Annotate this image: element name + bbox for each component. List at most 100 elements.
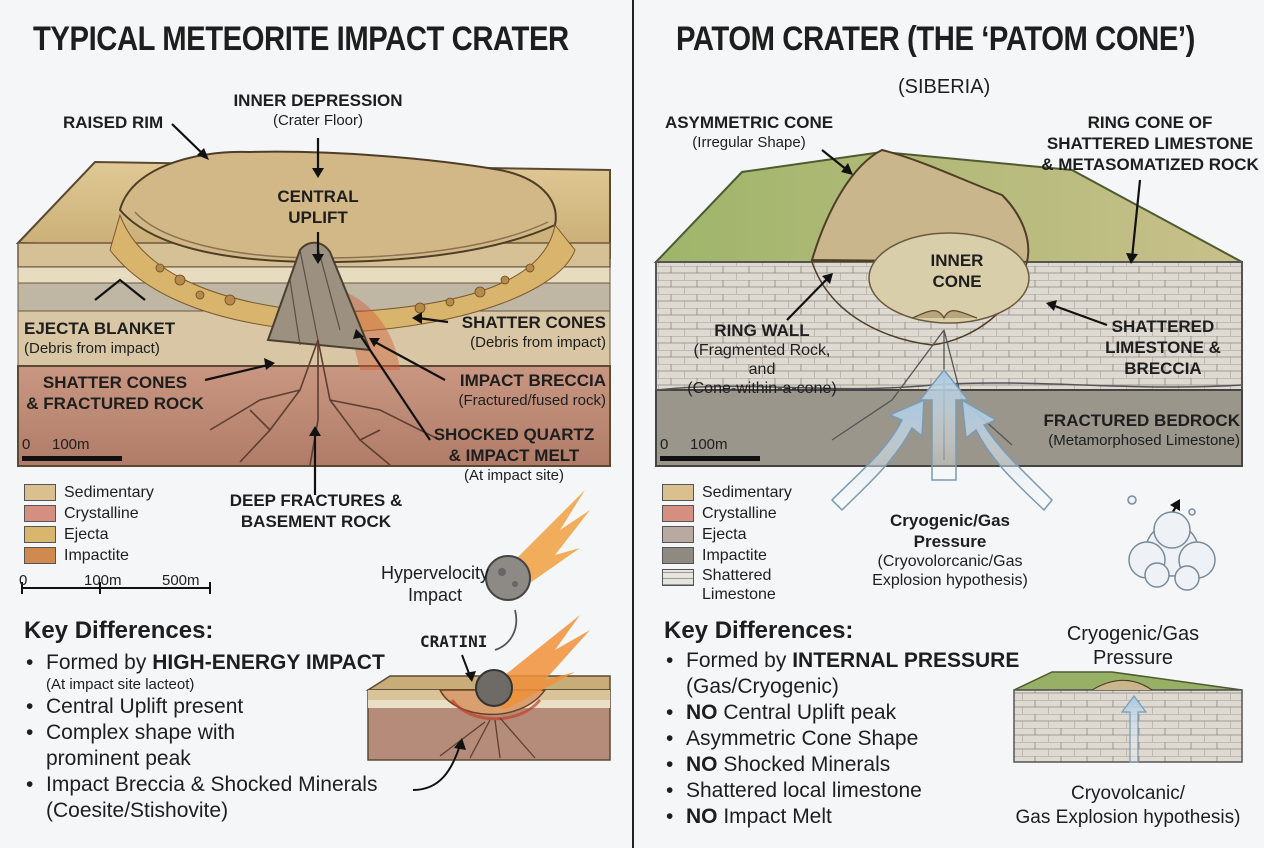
- label-cryo-sub2: Explosion hypothesis): [872, 572, 1028, 589]
- label-impact-breccia-title: IMPACT BRECCIA: [459, 371, 606, 390]
- legend-swatch: [24, 505, 56, 522]
- label-shatter-fractured-1: SHATTER CONES: [42, 373, 188, 392]
- list-item: Shattered local limestone: [664, 778, 1024, 804]
- legend-item: Crystalline: [662, 503, 792, 524]
- meteor-impact-icon: [475, 615, 590, 710]
- label-cryo2-1: Cryogenic/Gas: [1066, 623, 1200, 645]
- label-cryo-sub1: (Cryovolorcanic/Gas: [877, 553, 1023, 570]
- label-shocked-quartz-1: SHOCKED QUARTZ: [433, 425, 595, 444]
- label-ejecta-blanket-title: EJECTA BLANKET: [24, 319, 176, 338]
- legend-item: Crystalline: [24, 503, 154, 524]
- label-inner-depression-title: INNER DEPRESSION: [233, 91, 403, 110]
- key-text: Impact Breccia & Shocked Minerals (Coesi…: [46, 773, 378, 822]
- label-shatter-cones-right-sub: (Debris from impact): [470, 334, 606, 351]
- label-cryogenic-pressure-2: Cryogenic/Gas Pressure: [1050, 622, 1216, 670]
- right-key-title: Key Differences:: [664, 617, 854, 644]
- label-shocked-quartz-2: & IMPACT MELT: [448, 446, 580, 465]
- left-legend: Sedimentary Crystalline Ejecta Impactite: [24, 482, 154, 566]
- right-key-list: Formed by INTERNAL PRESSURE (Gas/Cryogen…: [664, 648, 1024, 830]
- label-deep-fractures-1: DEEP FRACTURES &: [229, 491, 403, 510]
- patom-cone-diagram: [653, 148, 1243, 763]
- legend-swatch: [662, 569, 694, 586]
- key-text: Shattered local limestone: [686, 779, 922, 802]
- label-shattered-limestone: SHATTERED LIMESTONE & BRECCIA: [1098, 316, 1228, 379]
- legend-item: Sedimentary: [24, 482, 154, 503]
- legend-scale-a: 0: [19, 572, 28, 589]
- list-item: NO Central Uplift peak: [664, 700, 1024, 726]
- label-inner-cone-1: INNER: [930, 251, 984, 270]
- legend-swatch: [662, 484, 694, 501]
- key-text: Formed by: [686, 649, 793, 672]
- legend-label: Ejecta: [702, 525, 747, 543]
- key-text: Central Uplift peak: [717, 701, 897, 724]
- legend-label: Impactite: [64, 546, 129, 564]
- legend-swatch: [662, 526, 694, 543]
- legend-item: Sedimentary: [662, 482, 792, 503]
- key-bold: NO: [686, 701, 718, 724]
- label-ring-wall-title: RING WALL: [714, 321, 810, 340]
- label-ring-wall-sub2: and: [748, 361, 776, 378]
- label-cratini: CRATINI: [420, 632, 488, 651]
- legend-swatch: [662, 505, 694, 522]
- key-bold: INTERNAL PRESSURE: [792, 649, 1020, 672]
- label-inner-depression-sub: (Crater Floor): [272, 112, 363, 129]
- label-deep-fractures-2: BASEMENT ROCK: [240, 512, 392, 531]
- label-shatter-cones-right-title: SHATTER CONES: [461, 313, 606, 332]
- label-impact-breccia-sub: (Fractured/fused rock): [458, 392, 606, 409]
- label-fractured-bedrock: FRACTURED BEDROCK (Metamorphosed Limesto…: [1020, 410, 1240, 450]
- label-inner-cone: INNER CONE: [909, 250, 1005, 292]
- panel-divider: [632, 0, 634, 848]
- list-item: NO Shocked Minerals: [664, 752, 1024, 778]
- key-text: Shocked Minerals: [717, 753, 891, 776]
- label-shattered-2: LIMESTONE &: [1105, 338, 1221, 357]
- key-text: Impact Melt: [717, 805, 832, 828]
- label-hypervelocity: Hypervelocity Impact: [380, 562, 490, 606]
- key-text: Central Uplift present: [46, 695, 244, 718]
- key-text: Formed by: [46, 651, 153, 674]
- label-asymmetric-cone: ASYMMETRIC CONE (Irregular Shape): [654, 112, 844, 152]
- label-central-uplift-1: CENTRAL: [277, 187, 359, 206]
- legend-item: Ejecta: [24, 524, 154, 545]
- legend-label: Shattered Limestone: [702, 567, 776, 603]
- label-cryo-2: Pressure: [913, 532, 987, 551]
- label-shattered-3: BRECCIA: [1124, 359, 1202, 378]
- legend-swatch: [662, 547, 694, 564]
- list-item: Complex shape with prominent peak: [24, 720, 286, 772]
- label-ring-wall-sub1: (Fragmented Rock,: [693, 342, 831, 359]
- label-fractured-bedrock-sub: (Metamorphosed Limestone): [1048, 432, 1240, 449]
- label-cryovolc-1: Cryovolcanic/: [1070, 783, 1186, 804]
- legend-label: Crystalline: [702, 504, 777, 522]
- key-text: (Gas/Cryogenic): [686, 675, 839, 698]
- legend-item: Ejecta: [662, 524, 792, 545]
- legend-swatch: [24, 547, 56, 564]
- label-ring-wall: RING WALL (Fragmented Rock, and (Cone-wi…: [664, 320, 860, 398]
- label-cryovolcanic: Cryovolcanic/ Gas Explosion hypothesis): [998, 782, 1258, 830]
- legend-swatch: [24, 526, 56, 543]
- right-scale-zero: 0: [660, 436, 669, 453]
- left-scale-100: 100m: [52, 436, 90, 453]
- legend-label: Impactite: [702, 546, 767, 564]
- key-text: Asymmetric Cone Shape: [686, 727, 919, 750]
- legend-label: Crystalline: [64, 504, 139, 522]
- key-bold: NO: [686, 805, 718, 828]
- impact-crater-diagram: [15, 123, 611, 791]
- label-ejecta-blanket-sub: (Debris from impact): [24, 340, 160, 357]
- label-ring-cone-3: & METASOMATIZED ROCK: [1041, 155, 1259, 174]
- label-ring-cone-1: RING CONE OF: [1087, 113, 1213, 132]
- label-ring-cone-2: SHATTERED LIMESTONE: [1046, 134, 1254, 153]
- label-shocked-quartz-sub: (At impact site): [463, 467, 565, 484]
- right-title: PATOM CRATER (THE ‘PATOM CONE’): [676, 20, 1195, 58]
- meteor-icon: [485, 490, 590, 601]
- legend-item: Shattered Limestone: [662, 566, 792, 606]
- label-inner-depression: INNER DEPRESSION (Crater Floor): [218, 90, 418, 130]
- legend-swatch: [24, 484, 56, 501]
- key-note: (At impact site lacteot): [46, 676, 195, 693]
- key-bold: NO: [686, 753, 718, 776]
- label-cryogenic-pressure: Cryogenic/Gas Pressure (Cryovolorcanic/G…: [850, 510, 1050, 590]
- label-shatter-fractured: SHATTER CONES & FRACTURED ROCK: [22, 372, 208, 414]
- key-text: Complex shape with prominent peak: [46, 721, 236, 770]
- list-item: NO Impact Melt: [664, 804, 1024, 830]
- label-shatter-cones-right: SHATTER CONES (Debris from impact): [440, 312, 606, 352]
- label-impact-breccia: IMPACT BRECCIA (Fractured/fused rock): [430, 370, 606, 410]
- list-item: Formed by HIGH-ENERGY IMPACT(At impact s…: [24, 650, 424, 694]
